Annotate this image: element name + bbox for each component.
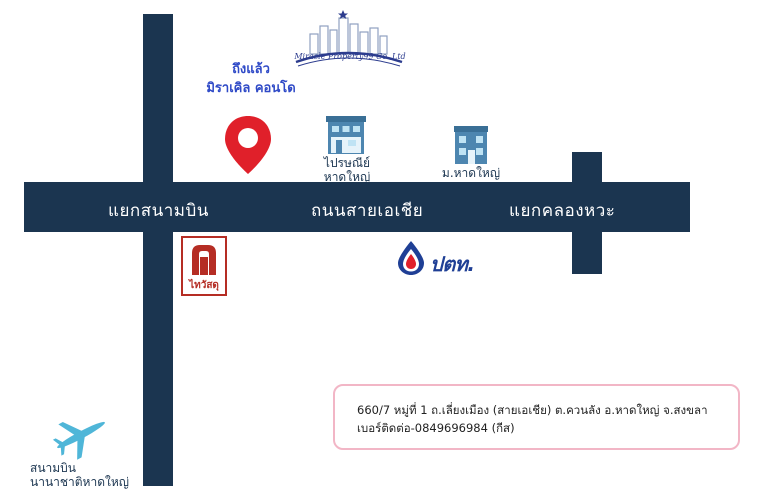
address-box: 660/7 หมู่ที่ 1 ถ.เลี่ยงเมือง (สายเอเชีย… [333,384,740,450]
location-pin-icon [225,116,271,174]
company-logo-text: Miracle Property99 Co.,Ltd [294,52,406,61]
main-road-label: ถนนสายเอเชีย [311,201,424,221]
university-label: ม.หาดใหญ่ [441,166,501,180]
airplane-icon [52,421,105,460]
contact-phone-line: เบอร์ติดต่อ-0849696984 (กีส) [357,421,515,435]
thaiwatsadu-logo: ไทวัสดุ [181,236,227,296]
airport-label: สนามบิน นานาชาติหาดใหญ่ [30,461,170,489]
building-icon [454,126,488,164]
address-line: 660/7 หมู่ที่ 1 ถ.เลี่ยงเมือง (สายเอเชีย… [357,403,708,417]
ptt-label: ปตท. [430,252,475,276]
destination-line-1: ถึงแล้ว [232,62,270,77]
vertical-road-airport [143,14,173,486]
city-skyline-icon [295,10,403,67]
post-office-label: ไปรษณีย์ หาดใหญ่ [316,156,378,184]
vertical-road-khlong-hwa [572,152,602,274]
ptt-flame-drop-icon [398,241,424,275]
airport-line-1: สนามบิน [30,461,76,475]
post-office-line-1: ไปรษณีย์ [323,156,371,170]
right-junction-label: แยกคลองหวะ [509,201,616,221]
destination-label: ถึงแล้ว มิราเคิล คอนโด [196,60,306,98]
airport-line-2: นานาชาติหาดใหญ่ [30,475,129,489]
destination-line-2: มิราเคิล คอนโด [206,81,296,96]
left-junction-label: แยกสนามบิน [108,201,209,221]
thaiwatsadu-logo-icon [186,241,222,277]
building-icon [326,116,366,154]
post-office-line-2: หาดใหญ่ [323,170,371,184]
thaiwatsadu-label: ไทวัสดุ [189,280,219,291]
